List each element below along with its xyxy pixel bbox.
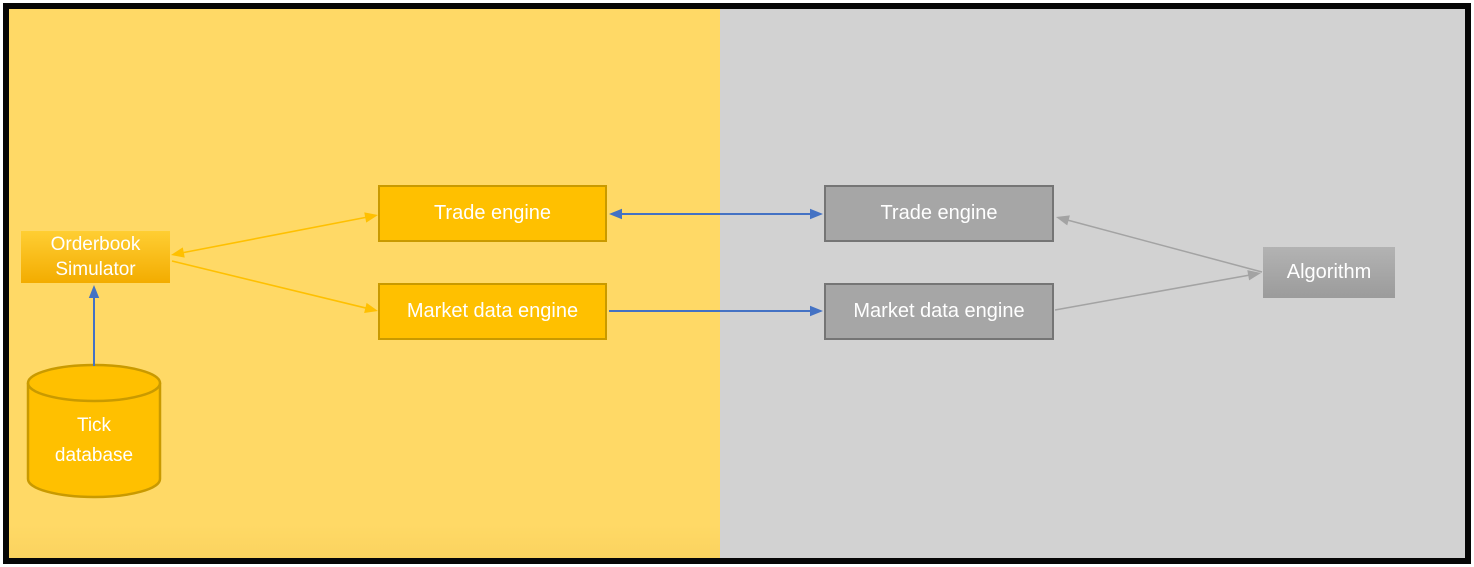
diagram-stage: Orderbook Simulator Trade engine Market … (9, 9, 1465, 558)
slide-frame: Orderbook Simulator Trade engine Market … (3, 3, 1471, 564)
node-market-data-engine-live: Market data engine (824, 283, 1054, 340)
node-trade-engine-sim-label: Trade engine (433, 202, 552, 224)
node-market-data-engine-live-label: Market data engine (853, 300, 1025, 322)
node-market-data-engine-sim: Market data engine (378, 283, 607, 340)
node-tick-database-label: Tick database (54, 415, 134, 466)
node-trade-engine-sim: Trade engine (378, 185, 607, 242)
node-orderbook-simulator-label: Orderbook Simulator (50, 234, 141, 280)
node-orderbook-simulator: Orderbook Simulator (21, 231, 170, 283)
node-trade-engine-live: Trade engine (824, 185, 1054, 242)
node-trade-engine-live-label: Trade engine (880, 202, 998, 224)
node-algorithm: Algorithm (1263, 247, 1395, 298)
node-algorithm-label: Algorithm (1286, 261, 1372, 283)
node-tick-database: Tick database (28, 401, 160, 481)
node-market-data-engine-sim-label: Market data engine (406, 300, 579, 322)
